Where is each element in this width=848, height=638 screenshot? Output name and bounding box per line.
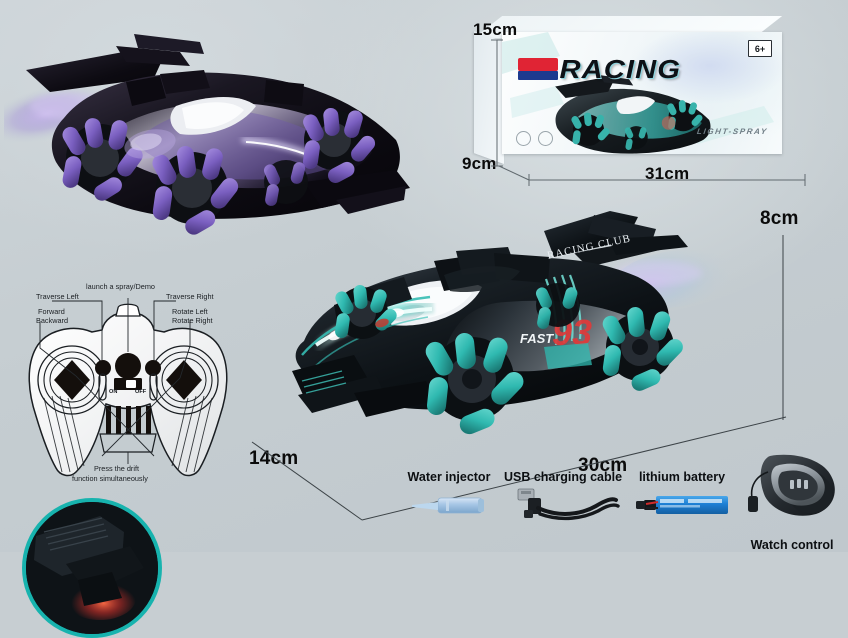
- label-traverse-right: Traverse Right: [166, 292, 214, 301]
- light-feature-icon: [538, 131, 553, 146]
- label-rotate-left: Rotate Left: [172, 307, 208, 316]
- car-length-label: 30cm: [578, 455, 628, 476]
- box-height-label: 15cm: [473, 20, 518, 39]
- brand-logo-top: [518, 58, 558, 71]
- power-switch[interactable]: [114, 378, 142, 390]
- spray-demo-button[interactable]: [115, 353, 141, 379]
- decal-fast: FAST: [520, 331, 554, 346]
- label-switch-on: ON: [109, 389, 118, 395]
- remote-control-diagram: Traverse Left launch a spray/Demo Traver…: [14, 282, 242, 486]
- main-rc-car-image: RACING CLUB 93 FAST: [258, 195, 736, 460]
- car-depth-label: 14cm: [249, 448, 299, 469]
- box-racing-wordmark: RACING: [559, 54, 682, 84]
- left-joystick: [37, 345, 107, 415]
- wheel-rear-right: [602, 307, 683, 391]
- inset-illustration: [26, 502, 158, 634]
- box-dimension-lines: [491, 39, 806, 186]
- label-switch-off: OFF: [135, 389, 147, 395]
- purple-car-illustration: [0, 34, 410, 235]
- left-aux-button[interactable]: [95, 360, 111, 376]
- box-front-face: RACING 6+ LIGHT-SPRAY: [502, 32, 782, 154]
- spray-feature-icon: [516, 131, 531, 146]
- label-backward: Backward: [36, 316, 69, 325]
- callout-leader-lines: [39, 298, 191, 464]
- watch-control-icon: [736, 452, 848, 526]
- remote-control-illustration: [28, 298, 228, 477]
- water-injector-icon: [394, 484, 504, 526]
- label-drift-line1: Press the drift: [94, 464, 140, 473]
- label-traverse-left: Traverse Left: [36, 292, 79, 301]
- usb-cable-icon: [498, 484, 620, 526]
- label-spray-demo: launch a spray/Demo: [86, 282, 155, 291]
- brand-logo-icon: [518, 58, 558, 80]
- box-artwork: [502, 32, 782, 154]
- purple-rc-car-image: [0, 22, 424, 247]
- lithium-battery-label: lithium battery: [638, 470, 726, 484]
- wheel-front-right: [425, 332, 524, 435]
- usb-cable-label: USB charging cable: [503, 470, 623, 484]
- box-width-label: 31cm: [645, 164, 690, 183]
- car-height-label: 8cm: [760, 208, 799, 229]
- accessory-watch-control: Watch control: [736, 452, 848, 552]
- product-box-image: RACING 6+ LIGHT-SPRAY: [474, 16, 802, 172]
- label-forward: Forward: [38, 307, 65, 316]
- brand-logo-bottom: [518, 71, 558, 80]
- label-drift-line2: function simultaneously: [72, 474, 148, 483]
- label-rotate-right: Rotate Right: [172, 316, 213, 325]
- wheel-rear-left: [335, 284, 397, 339]
- feature-detail-inset: [22, 498, 162, 638]
- wheel-front-left: [535, 283, 580, 329]
- accessories-row: Water injector USB charging cable: [394, 454, 848, 552]
- box-feature-icons: [516, 131, 553, 146]
- lithium-battery-icon: [622, 484, 742, 526]
- right-aux-button[interactable]: [145, 360, 161, 376]
- age-badge: 6+: [748, 40, 772, 57]
- water-injector-label: Water injector: [407, 470, 491, 484]
- box-depth-label: 9cm: [462, 154, 497, 173]
- watch-control-label: Watch control: [750, 538, 834, 552]
- main-car-illustration: RACING CLUB 93 FAST: [292, 211, 736, 435]
